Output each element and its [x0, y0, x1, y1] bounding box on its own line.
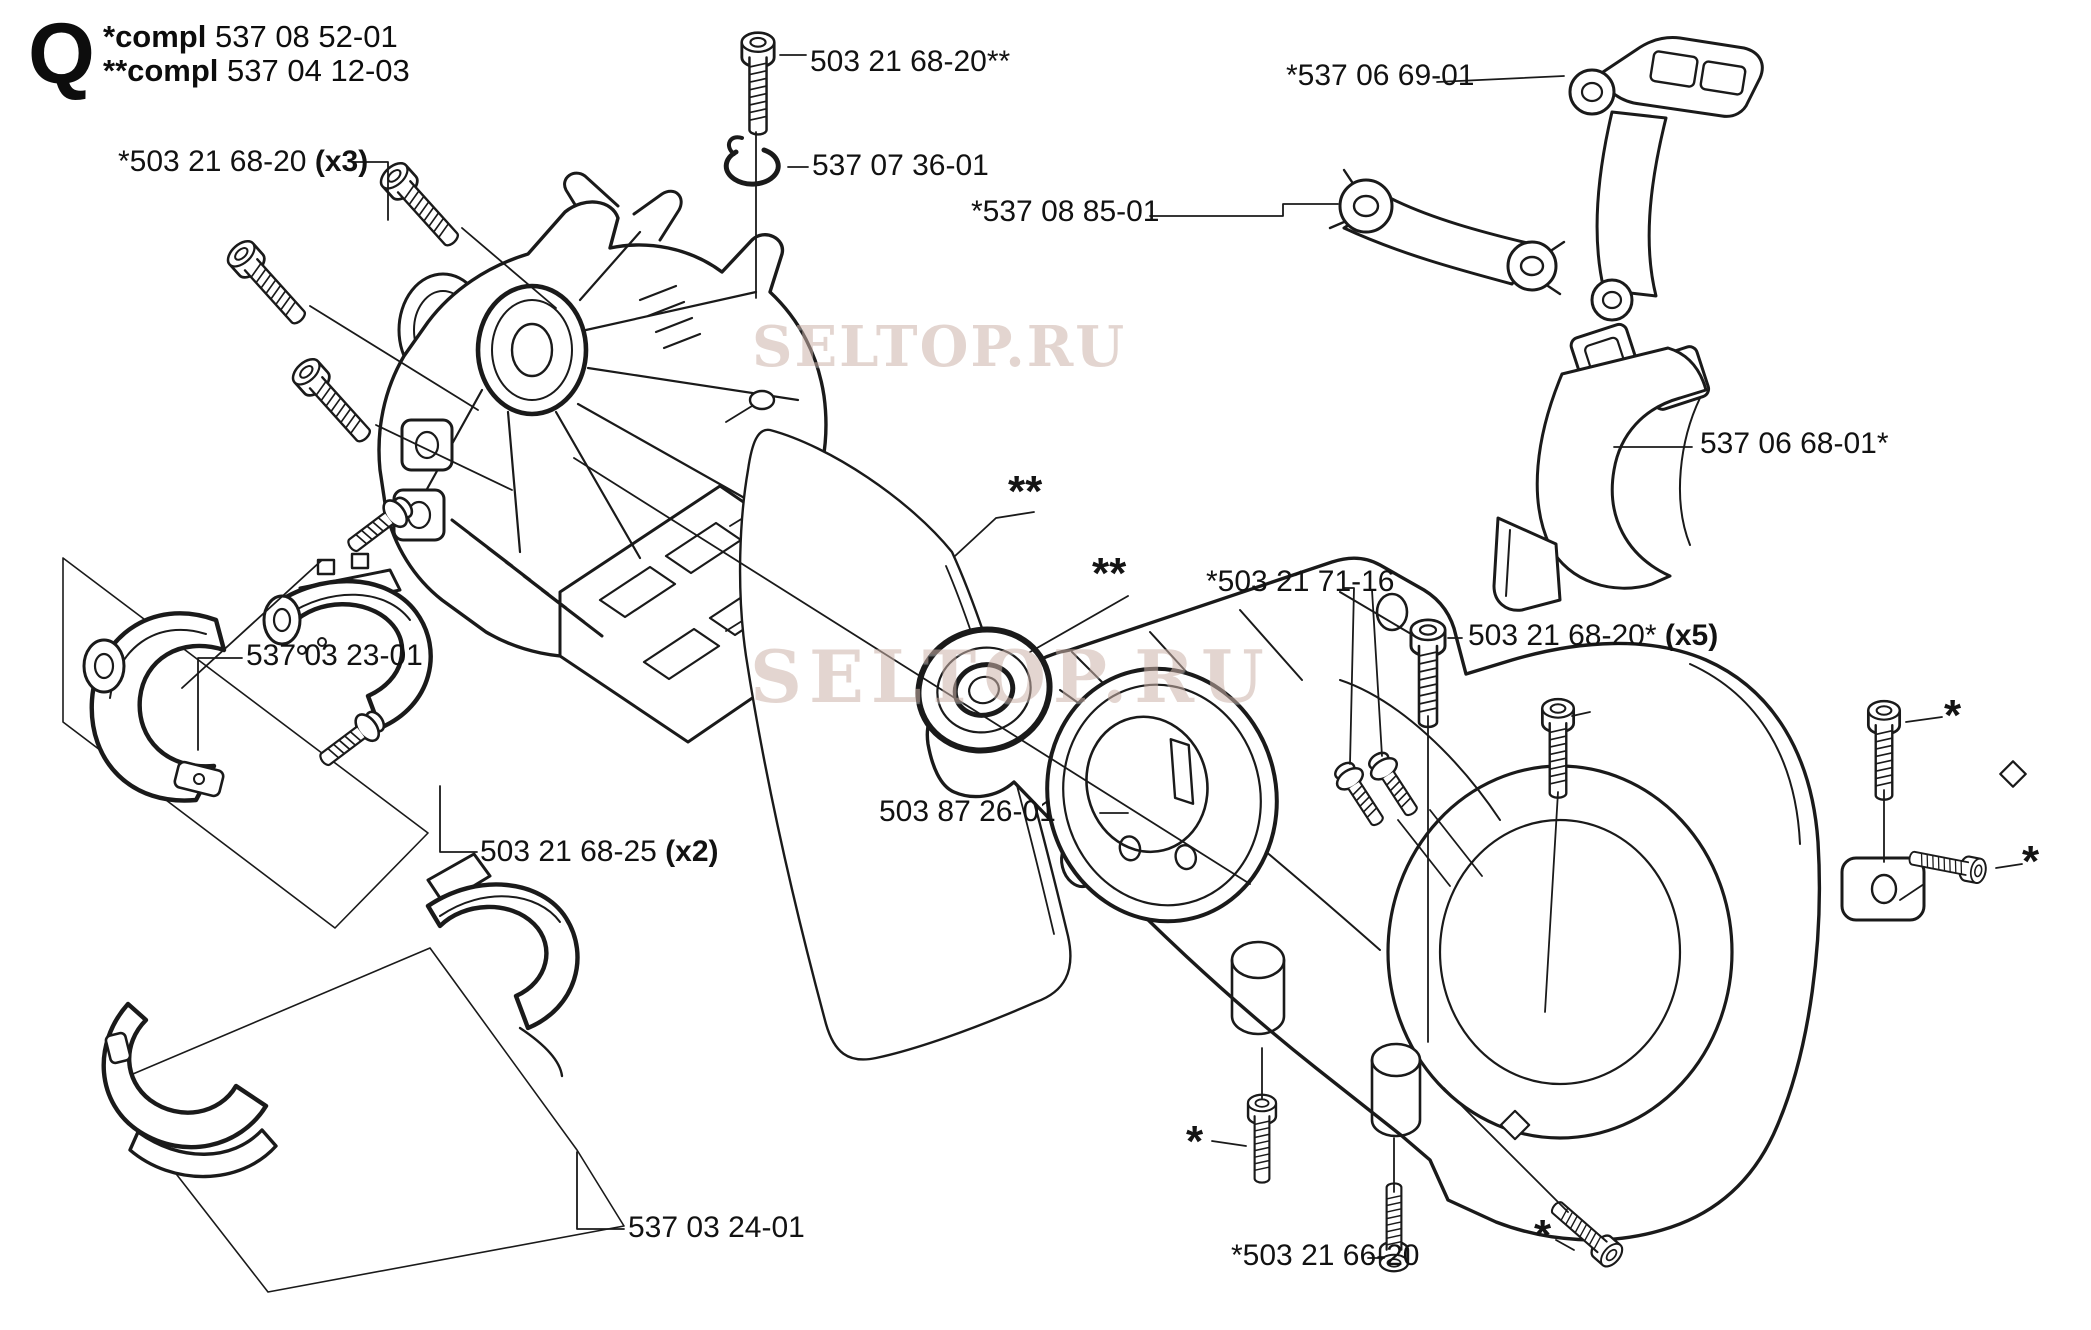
air-duct: [1492, 322, 1711, 612]
callout-clutch-screws: *503 21 71-16: [1206, 565, 1395, 598]
callout-lower-clamp: 537 03 24-01: [628, 1211, 805, 1244]
ref-mark-screw-bottom-right: *: [1534, 1211, 1552, 1260]
section-letter: Q: [28, 6, 95, 102]
watermark-bottom: SELTOP.RU: [750, 634, 1271, 719]
retainer-washer: [723, 135, 781, 187]
callout-retainer-washer: 537 07 36-01: [812, 149, 989, 182]
callout-clamp-screws-number: 503 21 68-25: [480, 835, 657, 868]
callout-support-bracket: *537 08 85-01: [971, 195, 1160, 228]
group-outline-lower-clamps: [106, 947, 625, 1293]
clamp-half-lower-left: [101, 1001, 278, 1179]
leader-lines: [181, 54, 2023, 1259]
callout-upper-clamp: 537 03 23-01: [246, 639, 423, 672]
group-outline-upper-clamps: [62, 557, 429, 929]
housing-screw-2: [222, 235, 315, 333]
assembly-note-1-number: 537 08 52-01: [214, 19, 398, 54]
callout-clamp-screws-qty: (x2): [665, 835, 719, 868]
callout-housing-screws-number: *503 21 68-20: [118, 145, 307, 178]
assembly-note-1: *compl 537 08 52-01: [103, 20, 398, 54]
callout-crankcase-screws-number: 503 21 68-20*: [1468, 619, 1657, 652]
callout-crankcase-screws-qty: (x5): [1664, 619, 1719, 652]
assembly-note-2: **compl 537 04 12-03: [103, 54, 410, 88]
callout-clamp-screws: 503 21 68-25 (x2): [480, 836, 719, 868]
ref-mark-screw-bottom-left: *: [1186, 1117, 1204, 1166]
ref-mark-screw-mid-right: *: [2022, 837, 2040, 886]
clamp-half-upper-left: [82, 611, 227, 803]
support-bracket: [1328, 168, 1566, 296]
assembly-note-2-number: 537 04 12-03: [227, 53, 410, 88]
callout-bottom-screw: *503 21 66-20: [1231, 1239, 1420, 1272]
crankcase-screw-far-right: [1866, 699, 1902, 802]
clamp-half-lower-right: [425, 852, 580, 1078]
callout-crankcase-screws: 503 21 68-20* (x5): [1468, 620, 1718, 652]
crankcase-screw-bottom-left: [1246, 1093, 1278, 1184]
ref-mark-bearing: **: [1092, 549, 1127, 598]
ball-bearing: [915, 626, 1053, 754]
housing-screw-1: [375, 157, 468, 255]
clamp-screw-2: [312, 704, 392, 775]
callout-air-duct: 537 06 68-01*: [1700, 427, 1889, 460]
watermark-top: SELTOP.RU: [752, 314, 1127, 380]
cylinder-gasket: [1568, 36, 1764, 322]
callout-clutch-drum: 503 87 26-01: [879, 795, 1056, 828]
callout-housing-screws-qty: (x3): [314, 145, 369, 178]
callout-top-screw: 503 21 68-20**: [810, 45, 1011, 78]
ref-mark-crankcase-gasket: **: [1008, 467, 1043, 516]
callout-cylinder-gasket: *537 06 69-01: [1286, 59, 1475, 92]
callout-housing-screws: *503 21 68-20 (x3): [118, 146, 368, 178]
assembly-note-2-prefix: **compl: [103, 53, 219, 88]
ref-mark-screw-upper-right: *: [1944, 691, 1962, 740]
clutch-drum: [1045, 666, 1279, 924]
clamp-half-upper-right: [262, 552, 433, 731]
housing-screw-3: [287, 353, 380, 451]
assembly-note-1-prefix: *compl: [103, 19, 207, 54]
top-screw: [740, 31, 776, 136]
